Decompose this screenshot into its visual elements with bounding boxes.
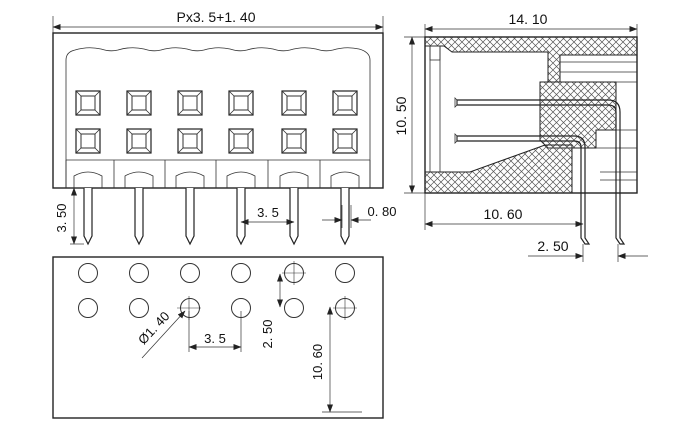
terminal-square-bevel (177, 90, 203, 116)
footprint-hole (78, 298, 98, 318)
housing-scalloped-top (65, 47, 371, 188)
pin-boss (73, 171, 103, 188)
footprint-hole (129, 298, 149, 318)
terminal-square-bevel (228, 128, 254, 154)
terminal-square-inner (233, 95, 249, 111)
terminal-square-bevel (126, 90, 152, 116)
side-hatch-top (424, 36, 638, 83)
pin-boss (175, 171, 205, 188)
terminal-square-inner (286, 95, 302, 111)
side-hatch-bottom (424, 144, 573, 194)
side-hatch-right (539, 81, 617, 149)
hole-center-mark (282, 261, 306, 285)
terminal-square-inner (80, 133, 96, 149)
front-pin (185, 188, 195, 246)
terminal-squares (75, 90, 358, 154)
front-pin (289, 188, 299, 246)
pitch-top-label: 3. 5 (257, 205, 279, 220)
front-pin (134, 188, 144, 246)
footprint-hole (78, 263, 98, 283)
top-width-label: Px3. 5+1. 40 (176, 9, 255, 25)
terminal-square-bevel (126, 128, 152, 154)
front-pin (83, 188, 93, 246)
footprint-hole (180, 263, 200, 283)
footprint-hole (284, 298, 304, 318)
pitch-bottom-label: 3. 5 (204, 331, 226, 346)
terminal-square-bevel (281, 90, 307, 116)
pin-boss (124, 171, 154, 188)
terminal-square-bevel (332, 128, 358, 154)
footprint-hole (129, 263, 149, 283)
terminal-square-inner (337, 95, 353, 111)
footprint-holes (78, 261, 357, 320)
terminal-square-bevel (75, 90, 101, 116)
side-depth-label: 10. 60 (484, 206, 523, 222)
side-upper-contact (456, 99, 626, 245)
pin-boss (279, 171, 309, 188)
side-contact-tip-upper (454, 97, 458, 108)
row-spacing-label: 2. 50 (260, 320, 275, 349)
terminal-square-inner (233, 133, 249, 149)
hole-diameter-leader (141, 310, 186, 359)
terminal-square-bevel (228, 90, 254, 116)
terminal-square-inner (182, 95, 198, 111)
side-contact-tip-lower (454, 133, 458, 144)
pcb-footprint-view: Ø1. 40 3. 5 2. 50 10. 60 (52, 256, 384, 419)
terminal-square-bevel (332, 90, 358, 116)
footprint-hole (335, 263, 355, 283)
row-offset-label: 10. 60 (310, 344, 325, 380)
pin-width-label: 0. 80 (368, 204, 397, 219)
side-left-notch (429, 45, 441, 61)
side-offset-label: 2. 50 (537, 238, 568, 254)
housing-outline (52, 32, 384, 189)
terminal-square-inner (337, 133, 353, 149)
terminal-square-bevel (281, 128, 307, 154)
footprint-hole (231, 263, 251, 283)
terminal-square-inner (80, 95, 96, 111)
pin-length-label: 3. 50 (54, 204, 69, 233)
side-lower-contact (456, 135, 591, 245)
pin-boss (330, 171, 360, 188)
front-view: Px3. 5+1. 40 3. 50 3. 5 0. 80 (52, 9, 397, 246)
scallop-arches (65, 160, 371, 188)
front-pins (83, 188, 350, 246)
footprint-outline (52, 256, 384, 419)
terminal-square-inner (131, 95, 147, 111)
pin-boss (226, 171, 256, 188)
hole-center-mark (333, 296, 357, 320)
terminal-square-inner (182, 133, 198, 149)
terminal-square-inner (131, 133, 147, 149)
front-pin (236, 188, 246, 246)
terminal-square-inner (286, 133, 302, 149)
side-width-label: 14. 10 (509, 11, 548, 27)
terminal-square-bevel (75, 128, 101, 154)
side-height-label: 10. 50 (393, 96, 409, 135)
terminal-square-bevel (177, 128, 203, 154)
side-left-post (429, 46, 441, 172)
side-view: 14. 10 10. 50 10. 60 2. 50 (393, 11, 648, 262)
